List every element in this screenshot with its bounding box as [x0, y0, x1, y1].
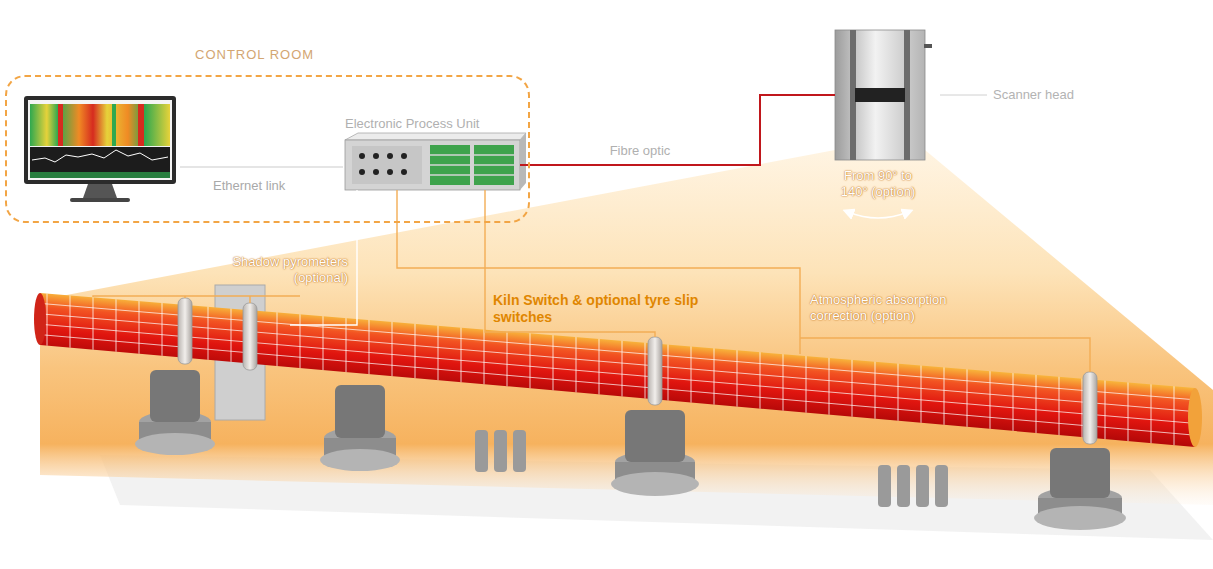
zone-title: CONTROL ROOM — [195, 47, 314, 63]
cable-label: Fibre optic — [610, 143, 671, 159]
option-label: Shadow pyrometers (optional) — [196, 254, 348, 286]
device-label: Scanner head — [993, 87, 1074, 103]
option-label: Atmospheric absorption correction (optio… — [810, 292, 990, 324]
control-room-zone: CONTROL ROOMElectronic Process Unit — [5, 75, 530, 223]
angle-note: From 90° to 140° (option) — [831, 168, 925, 200]
device-label: Electronic Process Unit — [345, 116, 479, 132]
fibre-optic-cable — [520, 95, 835, 165]
scanner-head: Scanner head — [835, 30, 925, 160]
electronic-process-unit: Electronic Process Unit — [345, 140, 520, 190]
option-label: Kiln Switch & optional tyre slip switche… — [493, 292, 708, 326]
link-label: Ethernet link — [213, 178, 285, 194]
